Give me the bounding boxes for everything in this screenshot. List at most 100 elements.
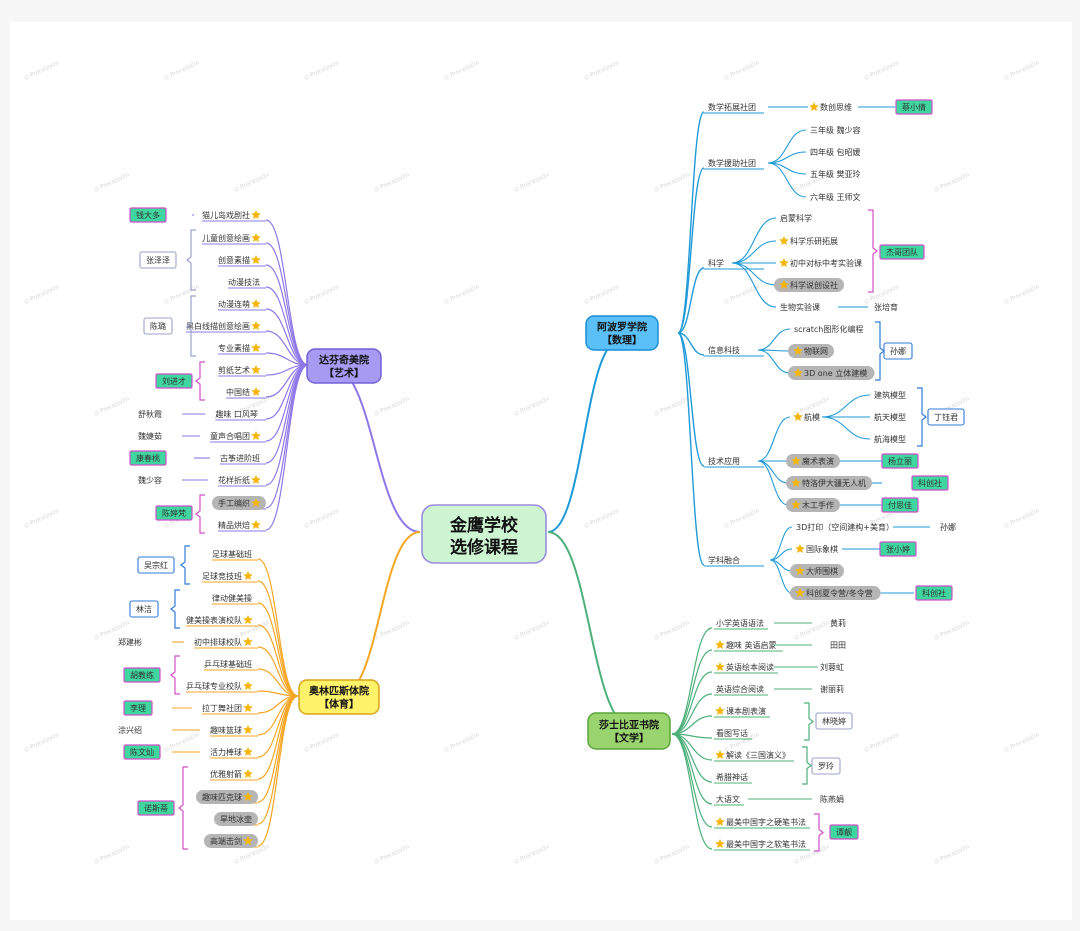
center-link-math	[547, 339, 621, 533]
sport-branch-link	[257, 580, 299, 697]
sport-branch-link	[257, 624, 299, 697]
teacher-badge	[881, 497, 919, 513]
node-label: 科创社	[918, 478, 942, 488]
node-label: 谭靓	[836, 827, 852, 837]
watermark-text: ⊙ ProcessOn	[1003, 283, 1041, 306]
edge	[731, 262, 777, 286]
watermark-text: ⊙ ProcessOn	[373, 171, 411, 194]
group-bracket	[875, 321, 885, 381]
gray-node-pill	[786, 454, 840, 468]
watermark-text: ⊙ ProcessOn	[513, 619, 551, 642]
group-bracket	[170, 655, 180, 695]
edge	[767, 162, 807, 198]
node-label: 古筝进阶班	[220, 453, 260, 463]
node-label: 动漫技法	[228, 277, 260, 287]
node-label: 最美中国字之硬笔书法	[726, 817, 806, 827]
teacher-badge	[915, 585, 953, 601]
node-label: 建筑模型	[874, 390, 906, 400]
art-branch-link	[265, 219, 309, 366]
node-label: 舒秋霞	[138, 409, 162, 419]
edge	[731, 262, 777, 308]
node-label: 乒乓球专业校队	[186, 681, 242, 691]
node-label: 三年级 魏少容	[810, 125, 861, 135]
node-label: 黄莉	[830, 618, 846, 628]
watermark-text: ⊙ ProcessOn	[23, 507, 61, 530]
node-label: 足球竞技班	[202, 571, 242, 581]
node-label: 希腊神话	[716, 772, 748, 782]
watermark-text: ⊙ ProcessOn	[513, 395, 551, 418]
watermark-text: ⊙ ProcessOn	[933, 619, 971, 642]
node-label: 专业素描	[218, 343, 250, 353]
center-link-lit	[547, 531, 633, 728]
node-label: 陈婷梵	[162, 508, 186, 518]
teacher-box	[815, 712, 853, 730]
watermark-text: ⊙ ProcessOn	[23, 59, 61, 82]
star-icon	[779, 236, 789, 245]
star-icon	[791, 478, 801, 487]
watermark-text: ⊙ ProcessOn	[723, 507, 761, 530]
node-label: 活力棒球	[210, 747, 242, 757]
node-label: 足球基础班	[212, 549, 252, 559]
node-label: 乒乓球基础班	[204, 659, 252, 669]
node-label: 刘进才	[162, 376, 186, 386]
edge	[769, 559, 793, 594]
edge	[757, 460, 789, 506]
watermark-text: ⊙ ProcessOn	[163, 59, 201, 82]
node-label: 优雅射箭	[210, 769, 242, 779]
node-label: 林洁	[136, 604, 152, 614]
node-label: 木工手作	[802, 500, 834, 510]
center-link-sport	[339, 531, 421, 697]
edge	[769, 548, 793, 561]
group-bracket	[917, 387, 927, 447]
node-label: 数学援助社团	[708, 158, 756, 168]
node-label: 航海模型	[874, 434, 906, 444]
star-icon	[779, 258, 789, 267]
watermark-text: ⊙ ProcessOn	[653, 619, 691, 642]
watermark-text: ⊙ ProcessOn	[303, 59, 341, 82]
node-label: 航模	[804, 412, 820, 422]
gray-node-pill	[788, 344, 834, 358]
node-label: 数学拓展社团	[708, 102, 756, 112]
node-label: 诺斯蒂	[144, 803, 168, 813]
node-label: 旱地冰壶	[220, 814, 252, 824]
star-icon	[251, 475, 261, 484]
star-icon	[779, 280, 789, 289]
node-label: 创意素描	[218, 255, 250, 265]
node-label: 蔡小倩	[902, 102, 926, 112]
teacher-badge	[123, 667, 161, 683]
watermark-text: ⊙ ProcessOn	[863, 731, 901, 754]
node-label: 趣味 英语启蒙	[726, 640, 777, 650]
node-label: 航天模型	[874, 412, 906, 422]
central-topic	[421, 504, 547, 564]
star-icon	[791, 500, 801, 509]
star-icon	[793, 346, 803, 355]
watermark-text: ⊙ ProcessOn	[23, 283, 61, 306]
teacher-badge	[911, 475, 949, 491]
star-icon	[243, 637, 253, 646]
node-label: 谢丽莉	[820, 684, 844, 694]
watermark-text: ⊙ ProcessOn	[303, 283, 341, 306]
art-branch-link	[265, 364, 309, 486]
math-branch-link	[677, 267, 705, 334]
gray-node-pill	[788, 366, 875, 380]
center-link-art	[329, 364, 421, 533]
lit-branch-link	[671, 733, 713, 783]
star-icon	[243, 571, 253, 580]
watermark-text: ⊙ ProcessOn	[653, 171, 691, 194]
watermark-text: ⊙ ProcessOn	[583, 283, 621, 306]
mindmap-svg: ⊙ ProcessOn ⊙ ProcessOn ⊙ ProcessOn ⊙ Proce…	[23, 59, 1041, 866]
lit-branch-link	[671, 627, 713, 735]
art-branch-link	[265, 364, 309, 531]
edge	[821, 394, 871, 418]
star-icon	[251, 321, 261, 330]
node-label: 陈燕娟	[820, 794, 844, 804]
star-icon	[793, 368, 803, 377]
edge	[821, 416, 871, 440]
node-label: 趣味匹克球	[202, 792, 242, 802]
teacher-badge	[881, 453, 919, 469]
star-icon	[251, 387, 261, 396]
node-label: 数创思维	[820, 102, 852, 112]
star-icon	[793, 412, 803, 421]
star-icon	[251, 255, 261, 264]
node-label: 康春桃	[136, 453, 160, 463]
